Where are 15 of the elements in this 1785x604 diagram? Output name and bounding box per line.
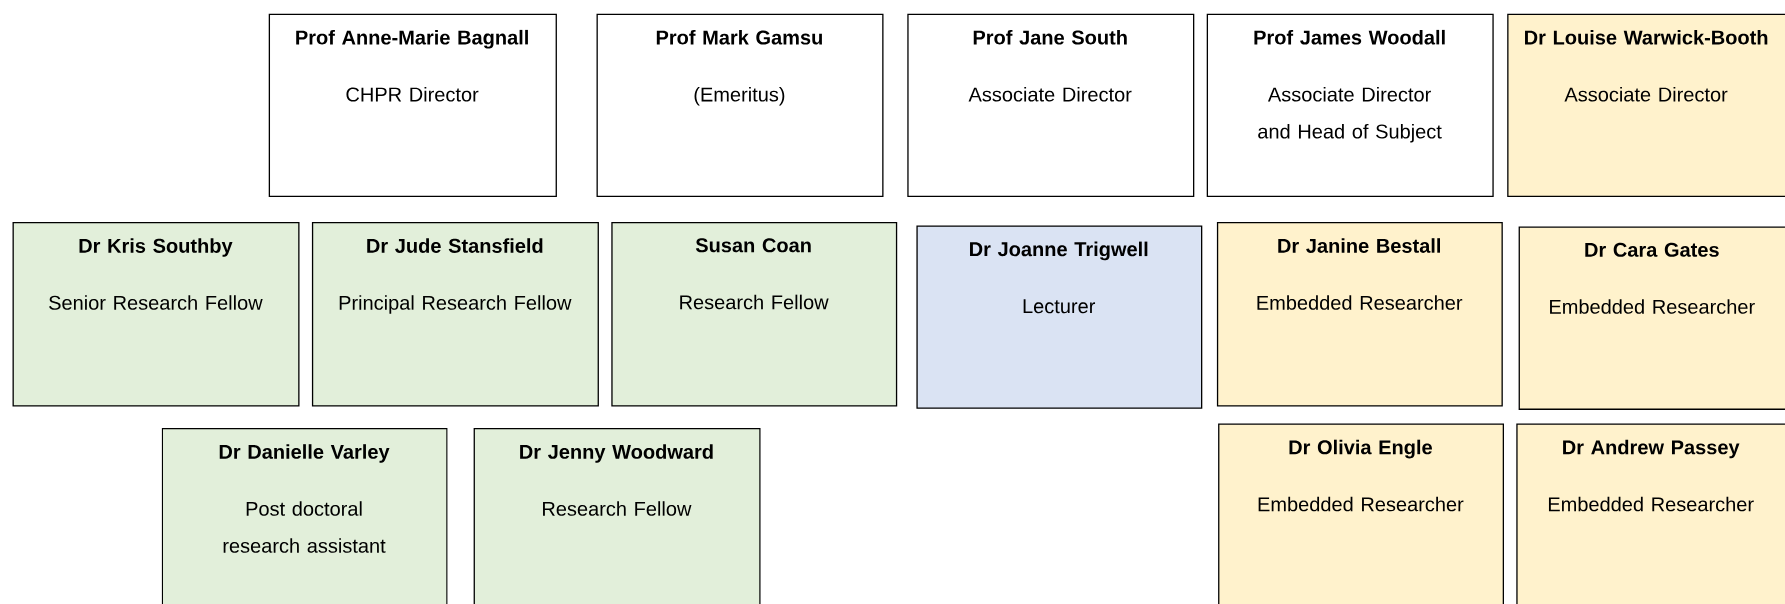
person-box: Dr Jude Stansfield Principal Research Fellow <box>311 222 599 407</box>
person-box: Dr Jenny Woodward Research Fellow <box>473 428 761 604</box>
person-box: Susan Coan Research Fellow <box>611 222 898 407</box>
person-box: Dr Joanne Trigwell Lecturer <box>916 225 1203 409</box>
person-box: Dr Cara Gates Embedded Researcher <box>1518 226 1785 410</box>
person-box: Dr Danielle Varley Post doctoral research assistant <box>161 428 448 604</box>
person-box: Prof James Woodall Associate Director and Head of Subject <box>1206 13 1494 198</box>
person-box: Dr Kris Southby Senior Research Fellow <box>12 222 300 407</box>
person-box: Prof Anne-Marie Bagnall CHPR Director <box>268 13 557 198</box>
person-box: Dr Olivia Engle Embedded Researcher <box>1218 423 1504 604</box>
person-box: Prof Mark Gamsu (Emeritus) <box>596 13 884 198</box>
person-box: Prof Jane South Associate Director <box>907 13 1195 198</box>
person-box: Dr Louise Warwick-Booth Associate Director <box>1507 13 1785 198</box>
person-box: Dr Janine Bestall Embedded Researcher <box>1216 222 1503 407</box>
person-box: Dr Andrew Passey Embedded Researcher <box>1516 423 1785 604</box>
